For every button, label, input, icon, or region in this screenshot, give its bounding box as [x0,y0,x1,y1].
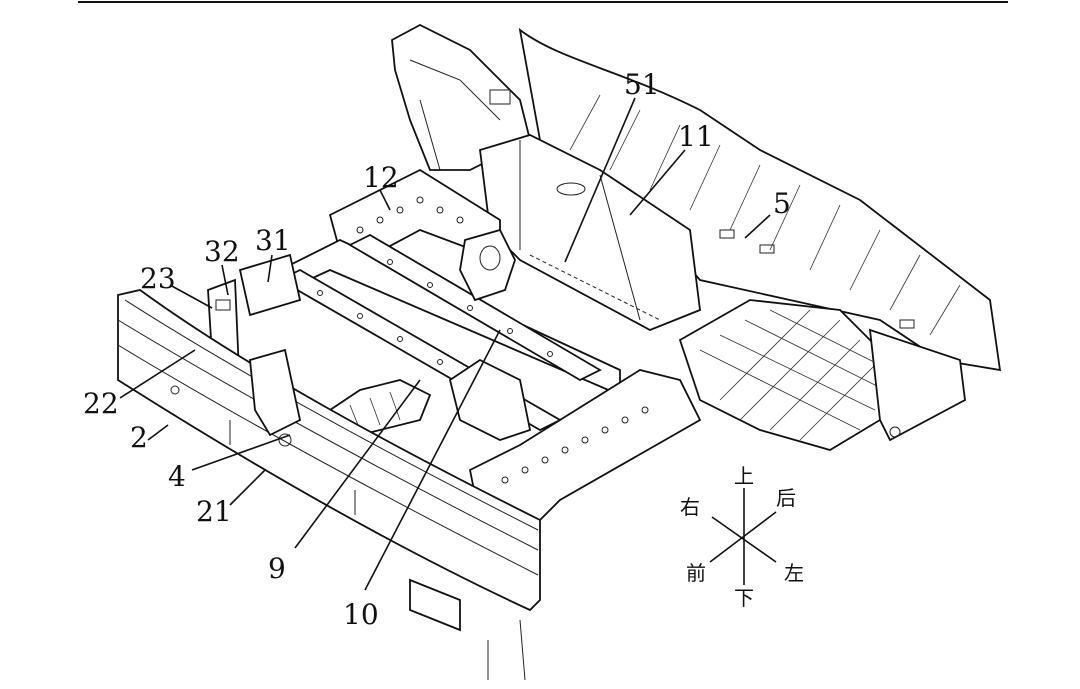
part-labels: 51 11 5 12 31 32 23 22 2 4 21 9 10 [83,68,791,631]
lower-bracket [249,348,302,447]
label-4: 4 [168,460,186,493]
label-10: 10 [343,598,379,631]
direction-up: 上 [734,464,754,488]
direction-left: 左 [784,561,804,585]
label-9: 9 [268,552,286,585]
label-11: 11 [678,120,714,153]
direction-rear: 后 [776,486,796,510]
rear-floor-panel [518,27,1002,372]
label-31: 31 [255,224,291,257]
label-21: 21 [196,495,232,528]
label-32: 32 [204,235,240,268]
label-2: 2 [130,421,148,454]
side-mesh-bracket [678,299,966,451]
label-22: 22 [83,387,119,420]
label-12: 12 [363,161,399,194]
direction-front: 前 [686,561,706,585]
label-5: 5 [773,187,791,220]
center-mount [448,228,532,441]
direction-right: 右 [680,495,700,519]
label-51: 51 [624,68,660,101]
leader-lines [119,97,771,591]
label-23: 23 [140,262,176,295]
direction-down: 下 [734,586,754,610]
direction-compass: 上 下 后 右 前 左 [680,464,804,610]
